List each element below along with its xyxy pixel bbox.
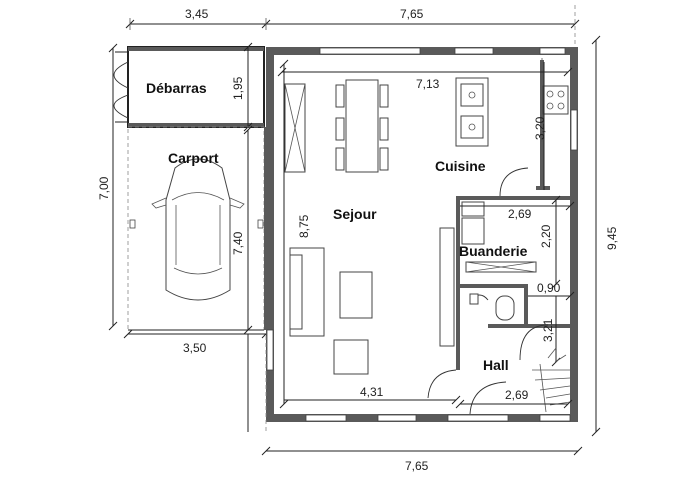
dim-sejour-bottom: 4,31 [360, 385, 384, 399]
wc-fixtures [469, 291, 575, 367]
debarras-label: Débarras [146, 80, 207, 96]
buanderie-fixtures [460, 195, 575, 289]
sejour-label: Sejour [333, 206, 377, 222]
dim-buanderie-height: 2,20 [539, 224, 553, 248]
dim-carport-width: 3,50 [183, 341, 207, 355]
dim-wc-width: 0,90 [537, 281, 561, 295]
dim-right-height: 9,45 [605, 226, 619, 250]
right-dimension-line [591, 35, 601, 437]
cuisine-label: Cuisine [435, 158, 486, 174]
dim-cuisine-height: 3,20 [533, 116, 547, 140]
bottom-dimension-line [261, 446, 583, 456]
left-dimension-line [108, 43, 118, 331]
dim-top-left: 3,45 [185, 7, 209, 21]
sejour-furniture [284, 79, 455, 375]
dim-wc-height: 3,21 [541, 318, 555, 342]
cuisine-fixtures [455, 58, 569, 190]
dim-sejour-top: 7,13 [416, 77, 440, 91]
carport-area [123, 125, 271, 339]
dim-bottom: 7,65 [405, 459, 429, 473]
carport-label: Carport [168, 150, 219, 166]
dim-sejour-height: 8,75 [297, 214, 311, 238]
dim-buanderie-width: 2,69 [508, 207, 532, 221]
dim-debarras-height: 1,95 [231, 76, 245, 100]
dim-top-right: 7,65 [400, 7, 424, 21]
dim-left-height: 7,00 [97, 176, 111, 200]
dim-hall-width: 2,69 [505, 388, 529, 402]
sejour-dimension-lines [277, 59, 573, 409]
dim-carport-height: 7,40 [231, 231, 245, 255]
house-walls [264, 47, 578, 422]
debarras-room [113, 42, 265, 132]
hall-stairs [455, 347, 573, 415]
buanderie-label: Buanderie [459, 243, 528, 259]
hall-label: Hall [483, 357, 509, 373]
car-icon [151, 158, 245, 301]
